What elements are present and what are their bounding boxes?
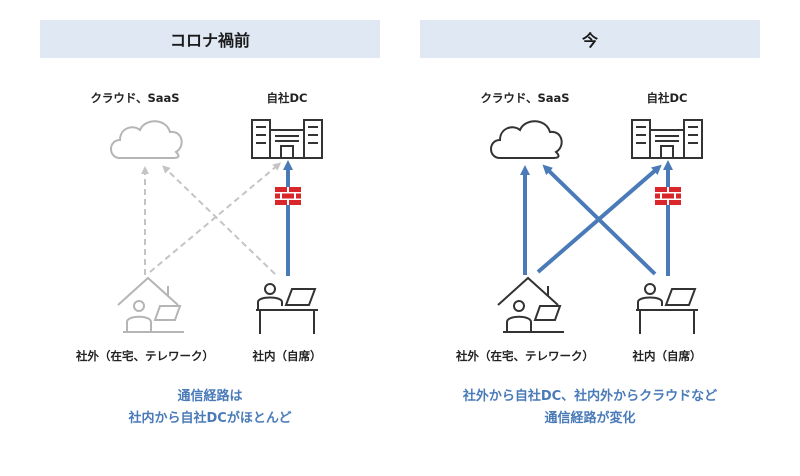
cloud-label: クラウド、SaaS bbox=[480, 91, 570, 105]
datacenter-label: 自社DC bbox=[646, 91, 688, 105]
caption-line-2: 社内から自社DCがほとんど bbox=[128, 411, 292, 426]
house-worker-icon bbox=[117, 276, 184, 333]
caption: 通信経路は 社内から自社DCがほとんど bbox=[20, 386, 400, 430]
panel-now: 今 クラウド、SaaS 自社DC 社外（在宅、テレワーク） 社内（自席） bbox=[400, 0, 780, 476]
caption-line-2: 通信経路が変化 bbox=[544, 411, 636, 426]
datacenter-label: 自社DC bbox=[266, 91, 308, 105]
office-label: 社内（自席） bbox=[252, 349, 322, 363]
panel-before-covid: コロナ禍前 クラウド、SaaS 自社DC 社外（在宅、テレワーク） 社内（自席） bbox=[20, 0, 400, 476]
cloud-label: クラウド、SaaS bbox=[90, 91, 180, 105]
panel-title: 今 bbox=[420, 20, 760, 58]
building-icon bbox=[251, 119, 323, 159]
building-icon bbox=[631, 119, 703, 159]
remote-work-label: 社外（在宅、テレワーク） bbox=[456, 349, 594, 363]
firewall-icon bbox=[275, 187, 301, 205]
caption-line-1: 通信経路は bbox=[177, 389, 243, 404]
remote-work-label: 社外（在宅、テレワーク） bbox=[76, 349, 214, 363]
now-diagram bbox=[490, 119, 703, 334]
dashed-arrows bbox=[141, 162, 282, 275]
solid-arrows bbox=[520, 160, 673, 276]
panel-title: コロナ禍前 bbox=[40, 20, 380, 58]
caption-line-1: 社外から自社DC、社内外からクラウドなど bbox=[462, 389, 718, 404]
caption: 社外から自社DC、社内外からクラウドなど 通信経路が変化 bbox=[400, 386, 780, 430]
desk-worker-icon bbox=[256, 283, 318, 334]
office-label: 社内（自席） bbox=[632, 349, 702, 363]
desk-worker-icon bbox=[636, 283, 698, 334]
cloud-icon bbox=[110, 120, 183, 159]
arrow-office-to-cloud bbox=[162, 165, 276, 275]
firewall-icon bbox=[655, 187, 681, 205]
arrow-office-to-cloud bbox=[542, 164, 657, 276]
cloud-icon bbox=[490, 120, 563, 159]
before-diagram bbox=[110, 119, 323, 334]
arrow-remote-to-dc bbox=[149, 162, 282, 273]
house-worker-icon bbox=[497, 276, 564, 333]
